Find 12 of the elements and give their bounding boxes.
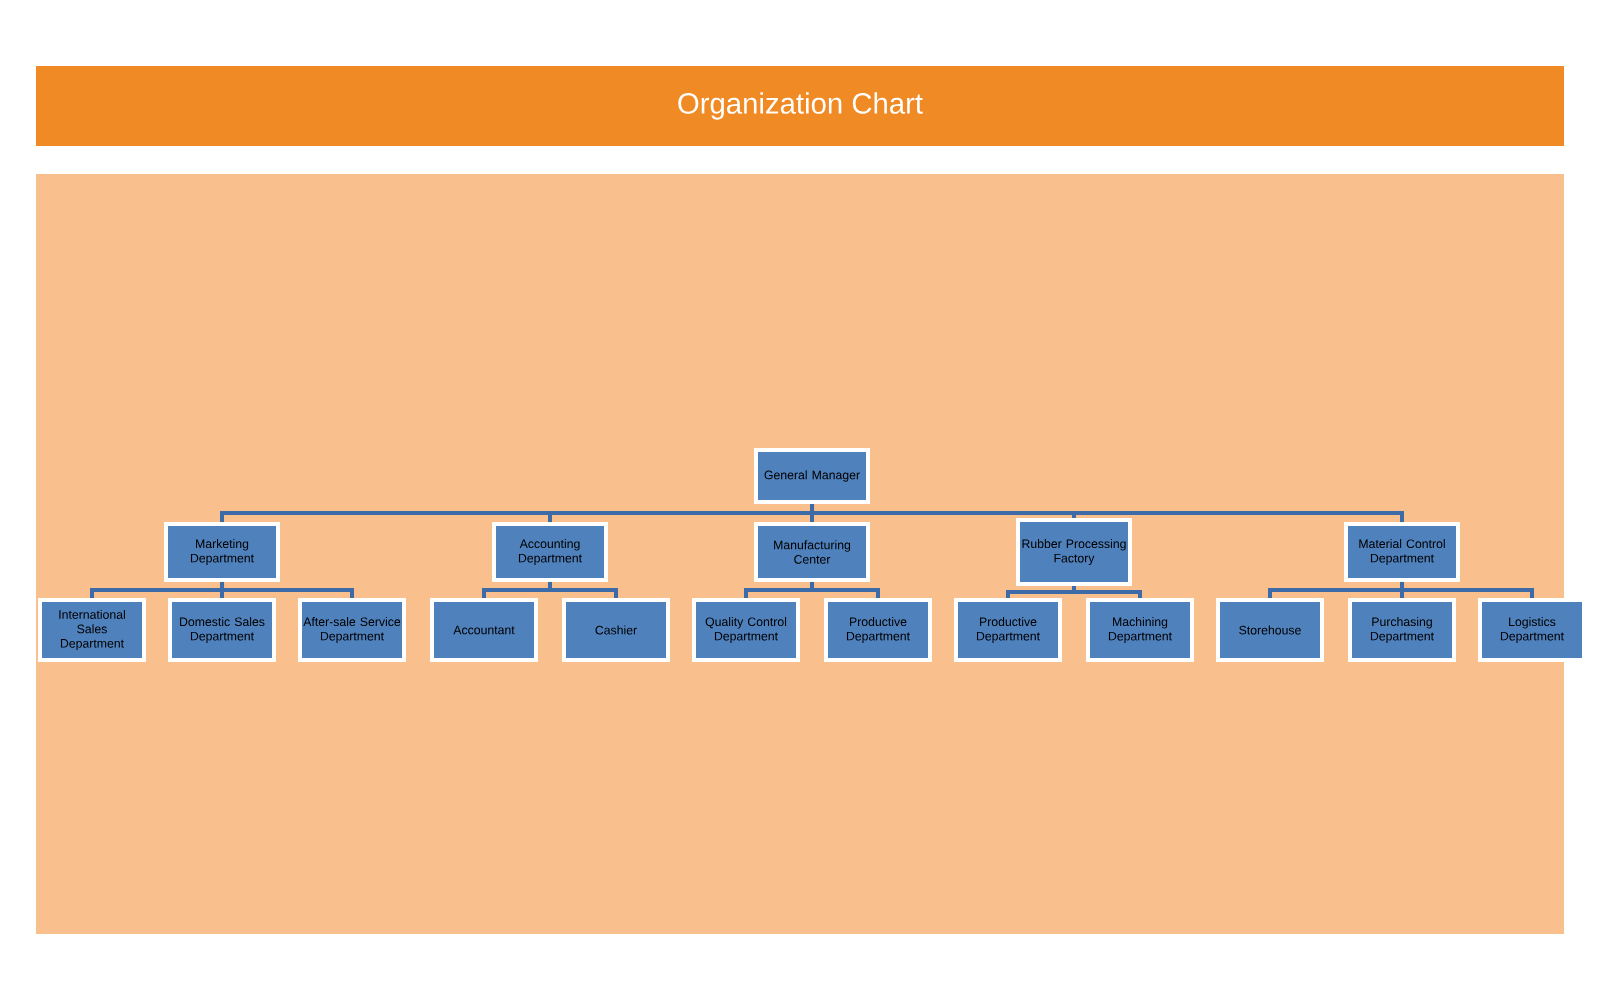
connector-line: [810, 582, 880, 598]
connector-line: [810, 504, 1404, 522]
connector-line: [1006, 586, 1076, 598]
title-banner: Organization Chart: [36, 66, 1564, 146]
connector-line: [1072, 586, 1142, 598]
connector-line: [744, 582, 814, 598]
connector-line: [220, 582, 354, 598]
connector-line: [1268, 582, 1404, 598]
connector-line: [90, 582, 224, 598]
connector-line: [482, 582, 552, 598]
connector-line: [548, 582, 618, 598]
connector-line: [1400, 582, 1534, 598]
